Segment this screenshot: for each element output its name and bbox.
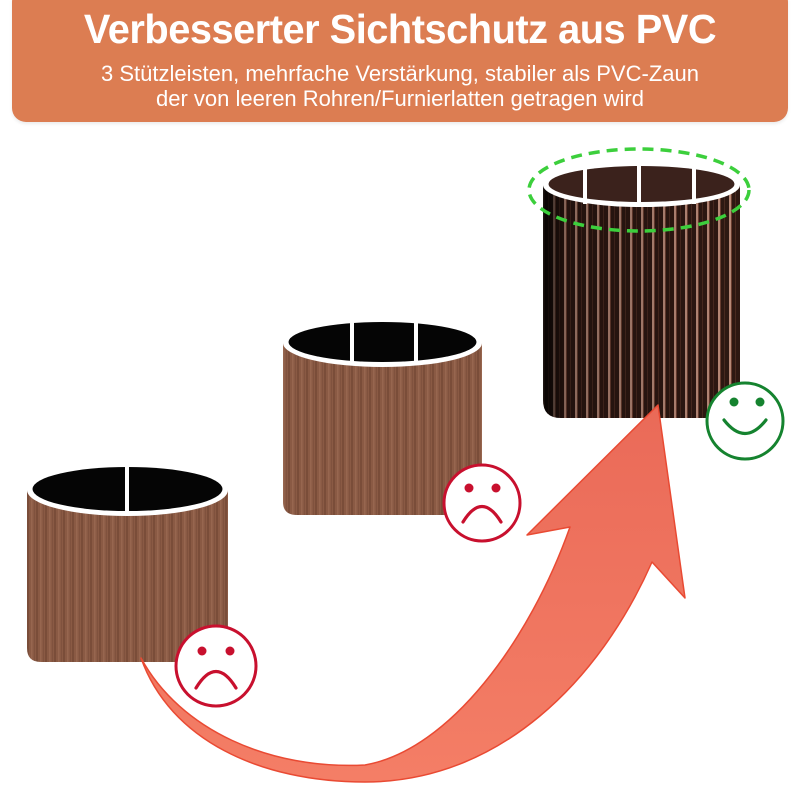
banner-title: Verbesserter Sichtschutz aus PVC: [83, 6, 717, 52]
progress-arrow-icon: [140, 404, 686, 783]
smiley-face-icon: [705, 381, 785, 461]
sad-face-icon: [442, 463, 522, 543]
banner-subtitle-line-1: 3 Stützleisten, mehrfache Verstärkung, s…: [101, 61, 699, 86]
profile-2-double-rib: [283, 319, 482, 515]
profile-1-single-rib: [27, 464, 228, 662]
banner-subtitle-line-2: der von leeren Rohren/Furnierlatten getr…: [156, 86, 644, 111]
highlight-dashed-ellipse: [527, 147, 751, 233]
sad-face-icon: [174, 624, 258, 708]
profile-3-triple-rib: [543, 163, 740, 418]
header-banner: Verbesserter Sichtschutz aus PVC 3 Stütz…: [12, 0, 788, 122]
